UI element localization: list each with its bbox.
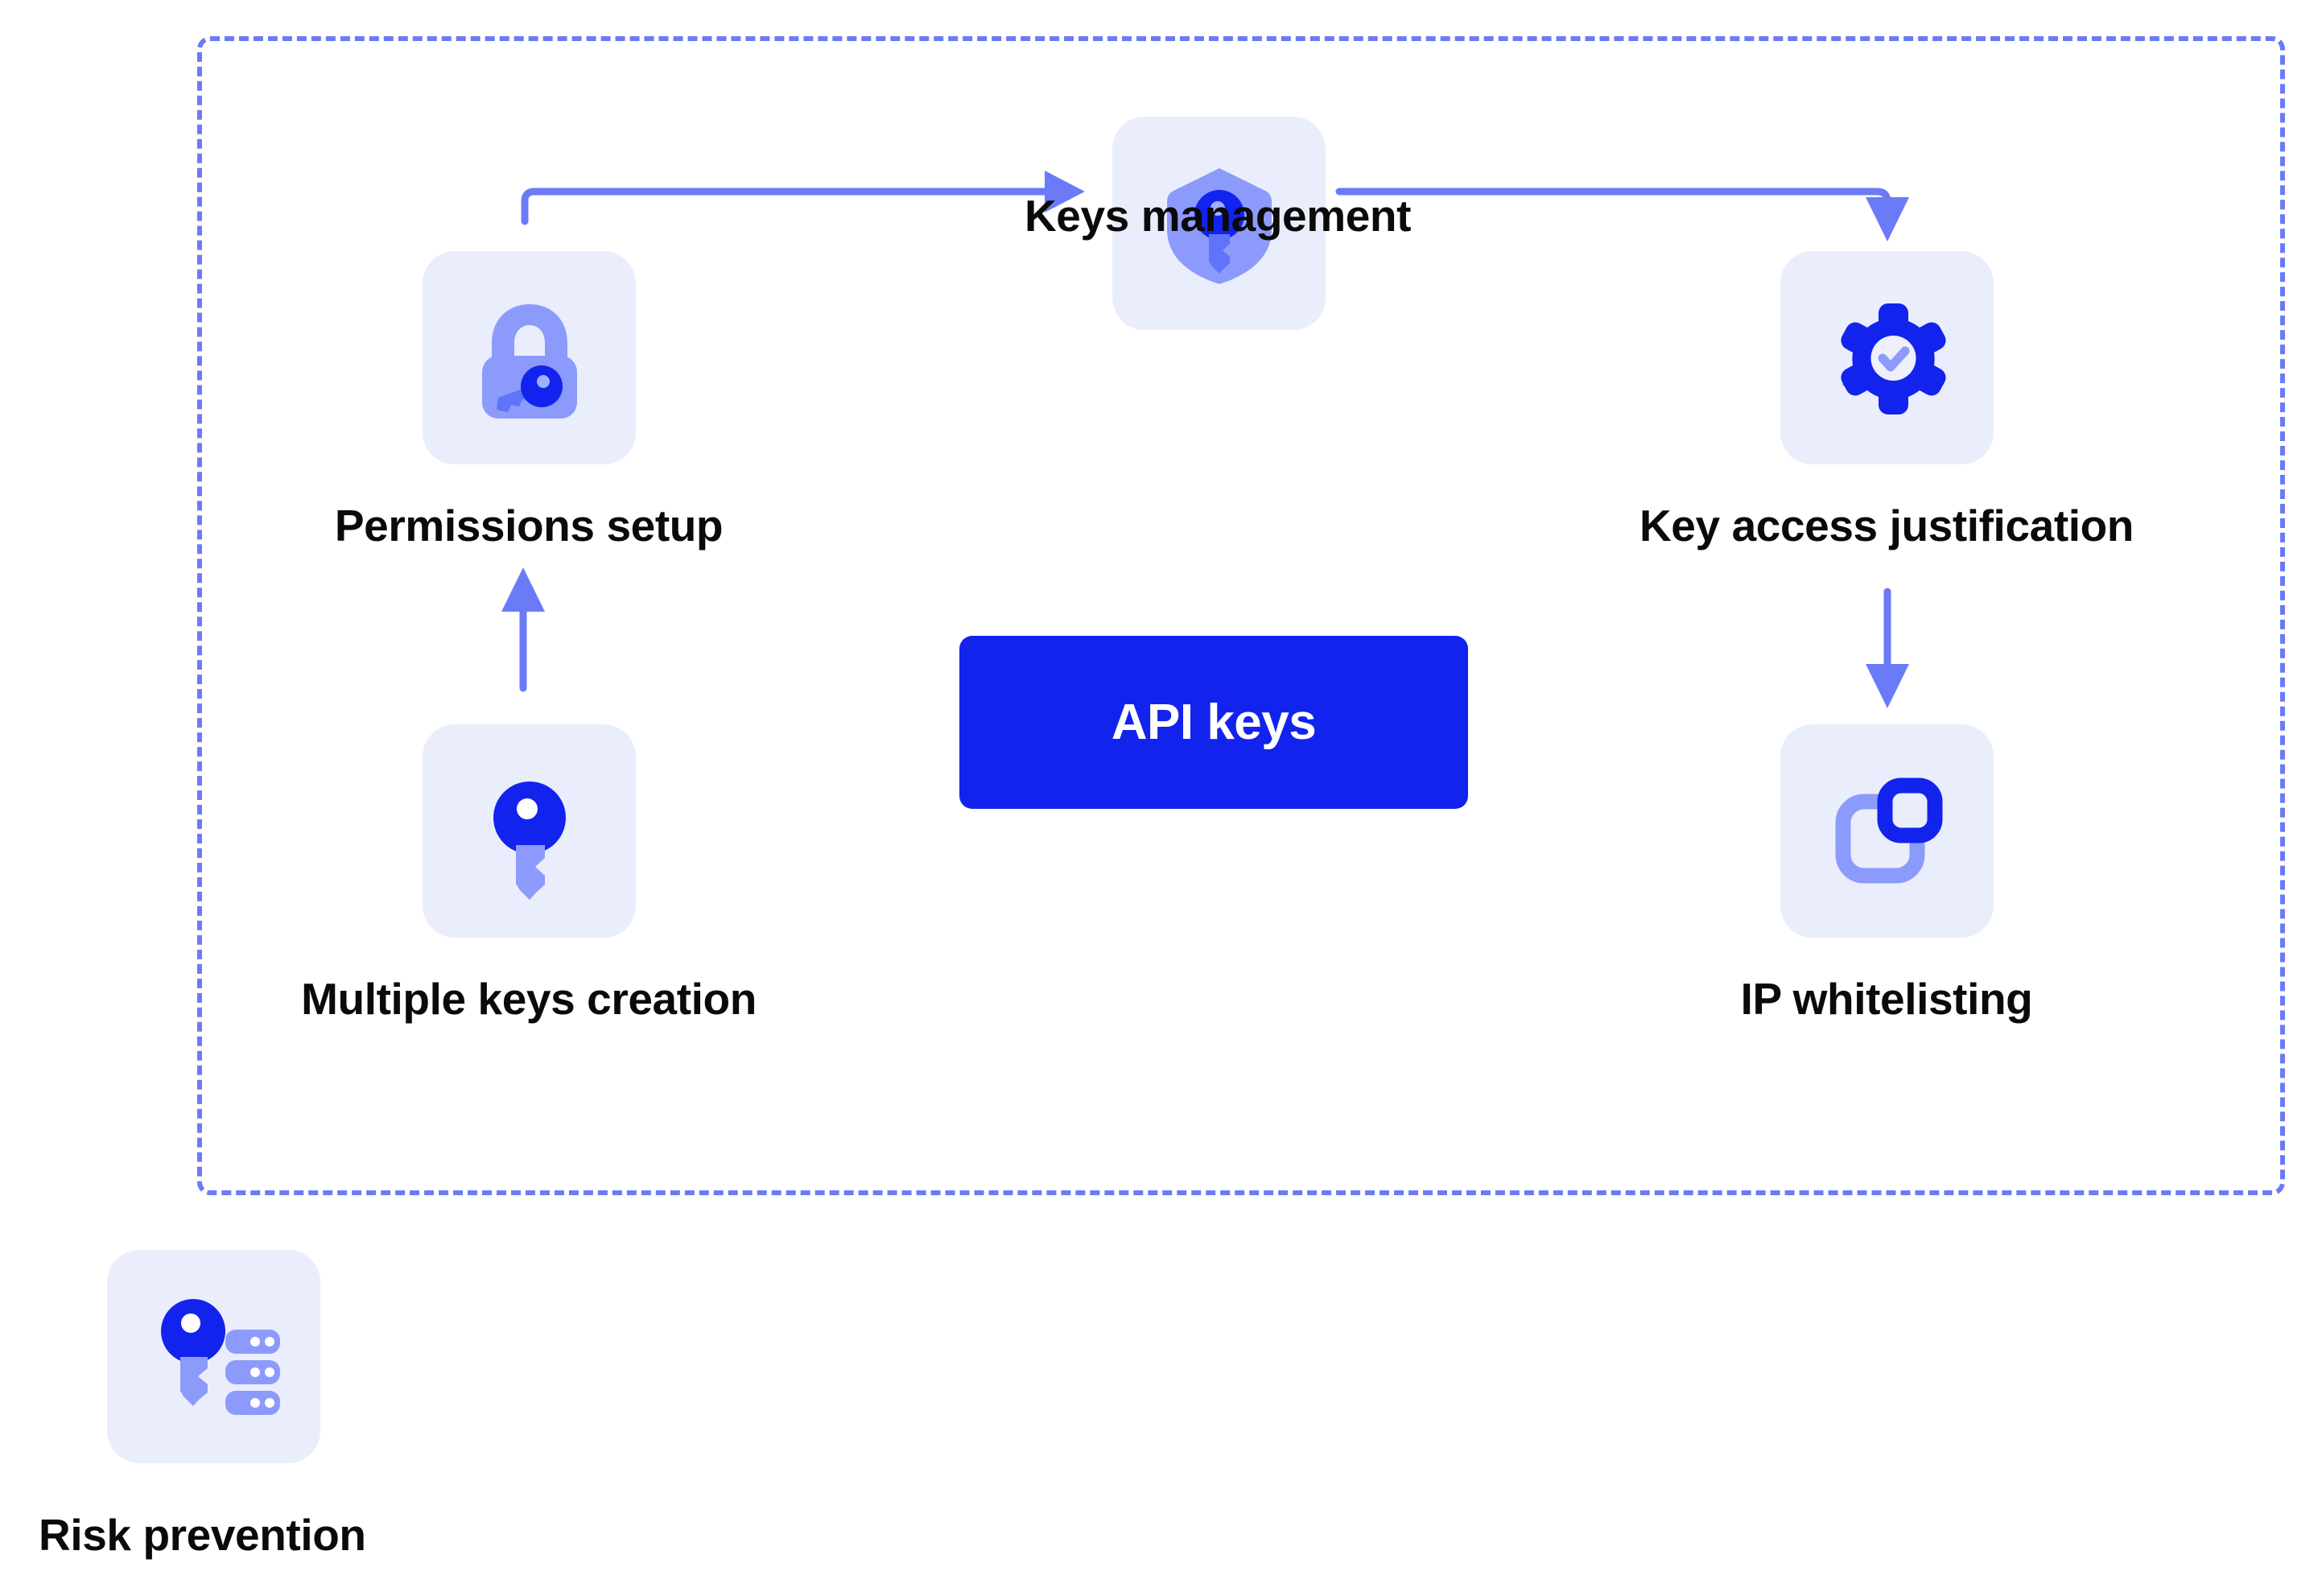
keys-management-label: Keys management xyxy=(1024,191,1412,241)
api-keys-button-label: API keys xyxy=(1111,694,1317,750)
ip-whitelisting-label: IP whitelisting xyxy=(1740,974,2033,1024)
gear-check-key-icon xyxy=(1840,303,1946,414)
key-server-icon xyxy=(160,1298,280,1415)
risk-prevention-label: Risk prevention xyxy=(39,1510,366,1560)
key-access-justification-icon-tile[interactable] xyxy=(1780,251,1994,464)
risk-prevention-icon-tile[interactable] xyxy=(107,1250,320,1463)
shield-key-icon xyxy=(1166,167,1272,284)
permissions-setup-label: Permissions setup xyxy=(334,501,724,551)
key-icon xyxy=(493,781,566,900)
key-access-justification-label: Key access justification xyxy=(1639,501,2134,551)
multiple-keys-creation-icon-tile[interactable] xyxy=(423,724,636,938)
multiple-keys-creation-label: Multiple keys creation xyxy=(301,974,757,1024)
api-keys-button[interactable]: API keys xyxy=(959,636,1468,809)
api-keys-group-frame xyxy=(197,36,2285,1195)
ip-whitelisting-icon-tile[interactable] xyxy=(1780,724,1994,938)
padlock-key-icon xyxy=(481,303,577,419)
permissions-setup-icon-tile[interactable] xyxy=(423,251,636,464)
keys-management-icon-tile[interactable] xyxy=(1112,117,1326,330)
overlapping-squares-icon xyxy=(1835,777,1942,883)
